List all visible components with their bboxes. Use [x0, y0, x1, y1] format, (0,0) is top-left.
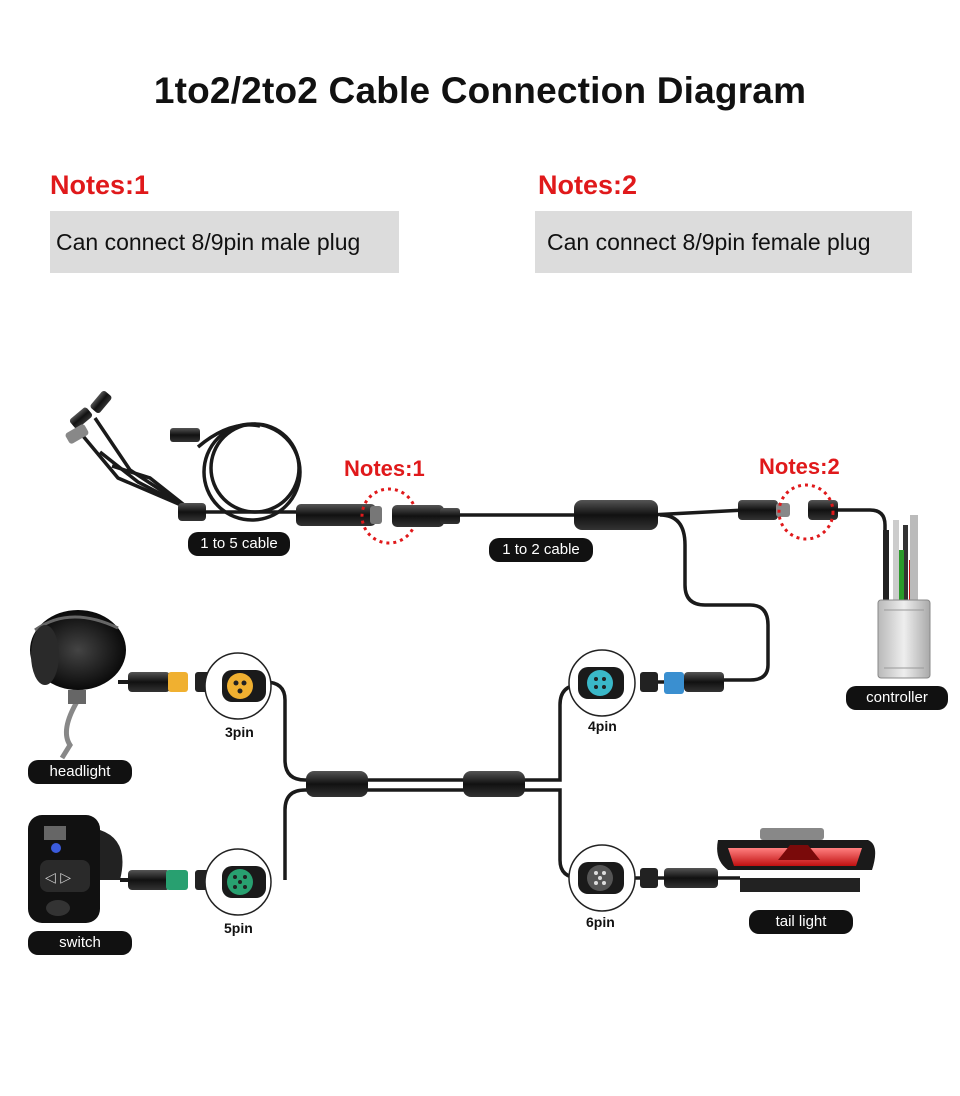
- junction-2: [463, 771, 525, 797]
- controller-icon: [878, 515, 930, 678]
- pin3-connector: [168, 672, 188, 692]
- label-5pin: 5pin: [224, 920, 253, 936]
- label-one-to-two-cable: 1 to 2 cable: [489, 538, 593, 562]
- one-to-five-plugs: [64, 390, 206, 521]
- diagram-note-2: Notes:2: [759, 454, 840, 480]
- label-3pin: 3pin: [225, 724, 254, 740]
- female-plug: [392, 505, 444, 527]
- label-one-to-five-cable: 1 to 5 cable: [188, 532, 290, 556]
- label-6pin: 6pin: [586, 914, 615, 930]
- label-tail-light: tail light: [749, 910, 853, 934]
- svg-text:◁ ▷: ◁ ▷: [45, 870, 71, 886]
- pin5-connector: [166, 870, 188, 890]
- splitter-body: [574, 500, 658, 530]
- label-controller: controller: [846, 686, 948, 710]
- diagram-note-1: Notes:1: [344, 456, 425, 482]
- label-headlight: headlight: [28, 760, 132, 784]
- label-4pin: 4pin: [588, 718, 617, 734]
- pin4-connector: [664, 672, 684, 694]
- switch-icon: ◁ ▷: [28, 815, 170, 923]
- label-switch: switch: [28, 931, 132, 955]
- tail-light-icon: [717, 828, 875, 892]
- junction-1: [306, 771, 368, 797]
